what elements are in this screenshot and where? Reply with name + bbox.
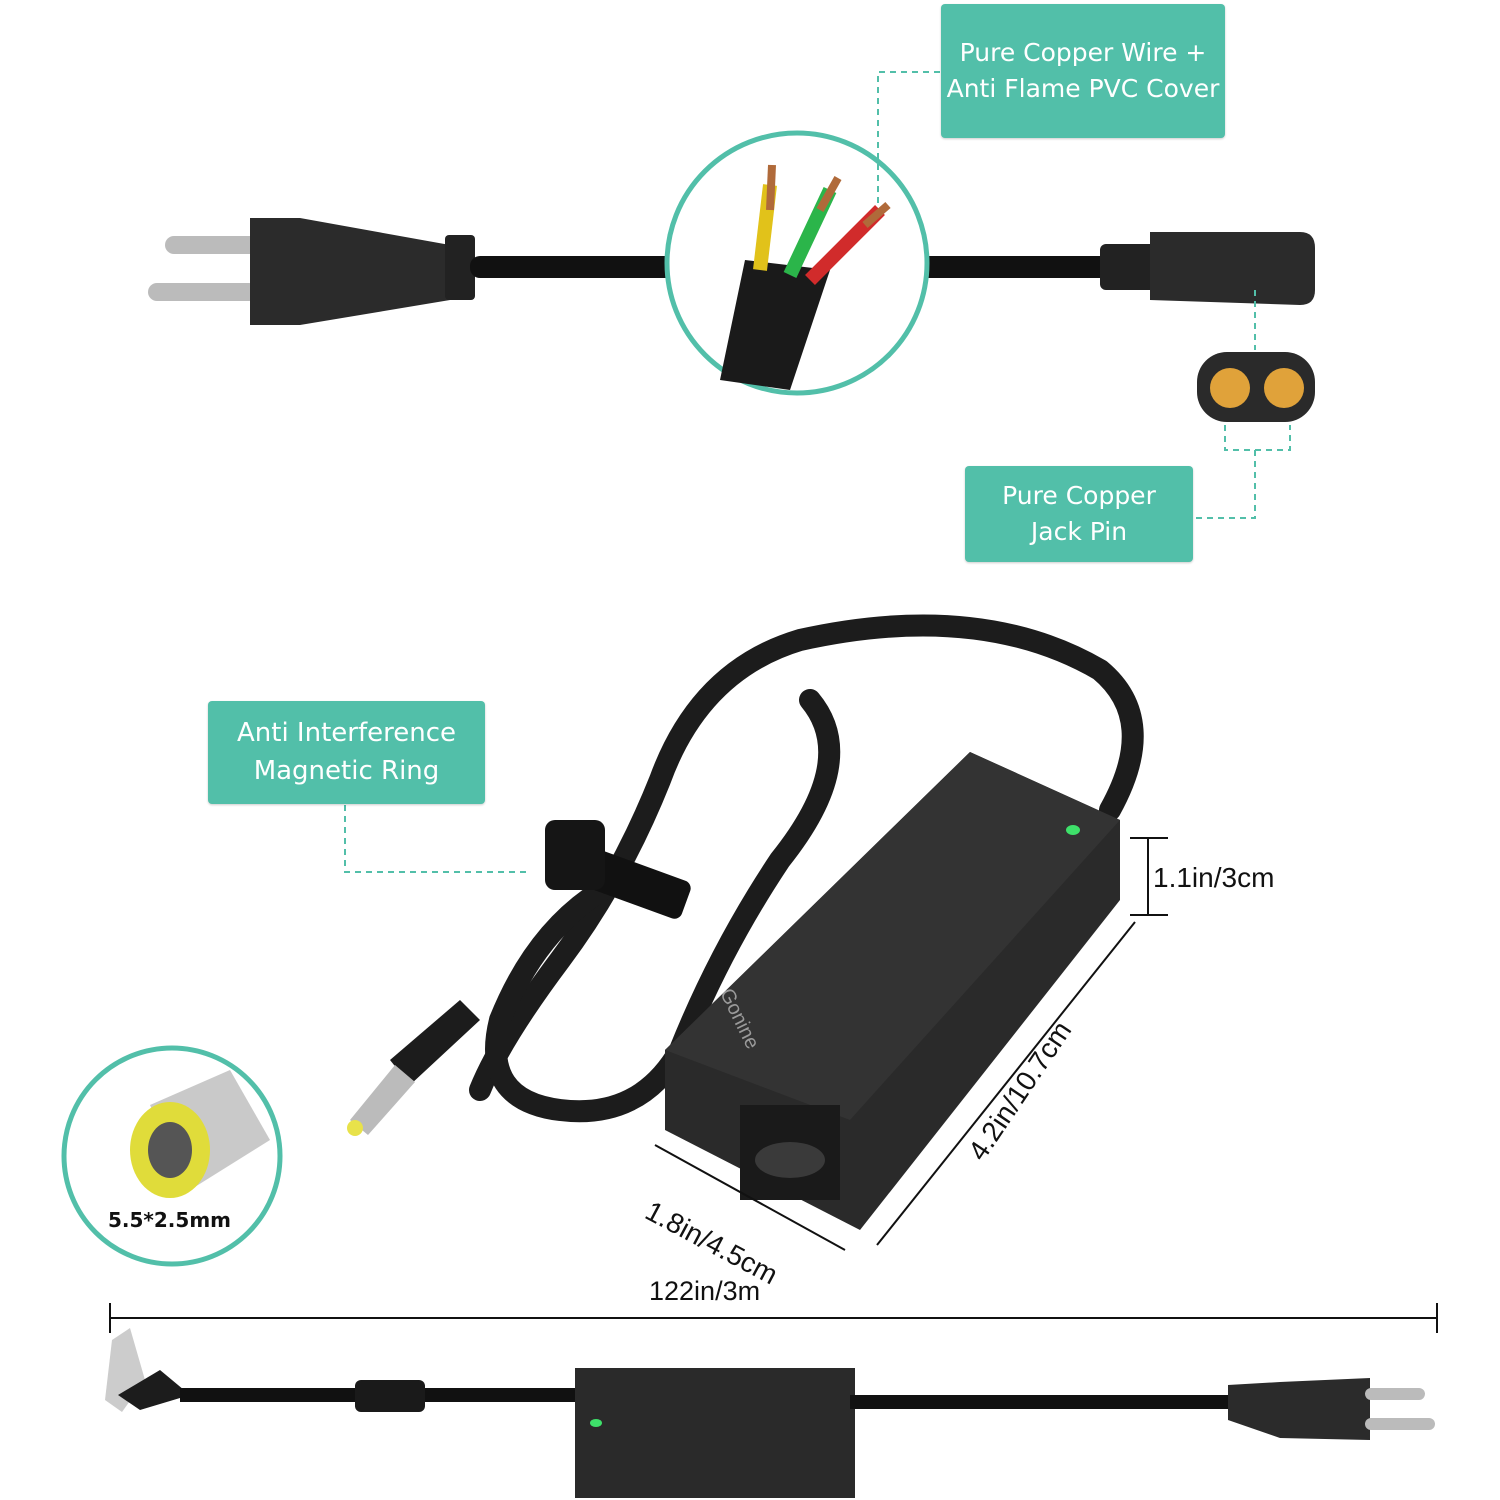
callout-text: Anti Interference Magnetic Ring (236, 717, 456, 786)
dc-tip-closeup (130, 1070, 270, 1198)
dimension-lines (109, 837, 1438, 1333)
dc-plug (347, 1000, 480, 1136)
callout-text: Pure Copper Wire + Anti Flame PVC Cover (946, 37, 1220, 103)
led-indicator (1066, 825, 1080, 835)
callout-copper-wire: Pure Copper Wire + Anti Flame PVC Cover (941, 4, 1225, 138)
c7-connector (1100, 232, 1315, 305)
coiled-cable (469, 614, 1144, 1123)
eu-plug-top (148, 218, 475, 325)
dimension-cable-length: 122in/3m (649, 1276, 761, 1306)
full-length-view (105, 1328, 1435, 1498)
jack-pin-socket (1197, 352, 1315, 422)
magnetic-ring (545, 820, 605, 890)
dimension-tip-size: 5.5*2.5mm (108, 1208, 231, 1232)
dimension-height: 1.1in/3cm (1153, 862, 1275, 893)
leader-lines (344, 71, 1291, 873)
callout-text: Pure Copper Jack Pin (1002, 480, 1156, 546)
wire-cross-section (720, 164, 891, 390)
callout-jack-pin: Pure Copper Jack Pin (965, 466, 1193, 562)
callout-magnetic-ring: Anti Interference Magnetic Ring (208, 701, 485, 804)
power-adapter-brick (665, 752, 1120, 1230)
